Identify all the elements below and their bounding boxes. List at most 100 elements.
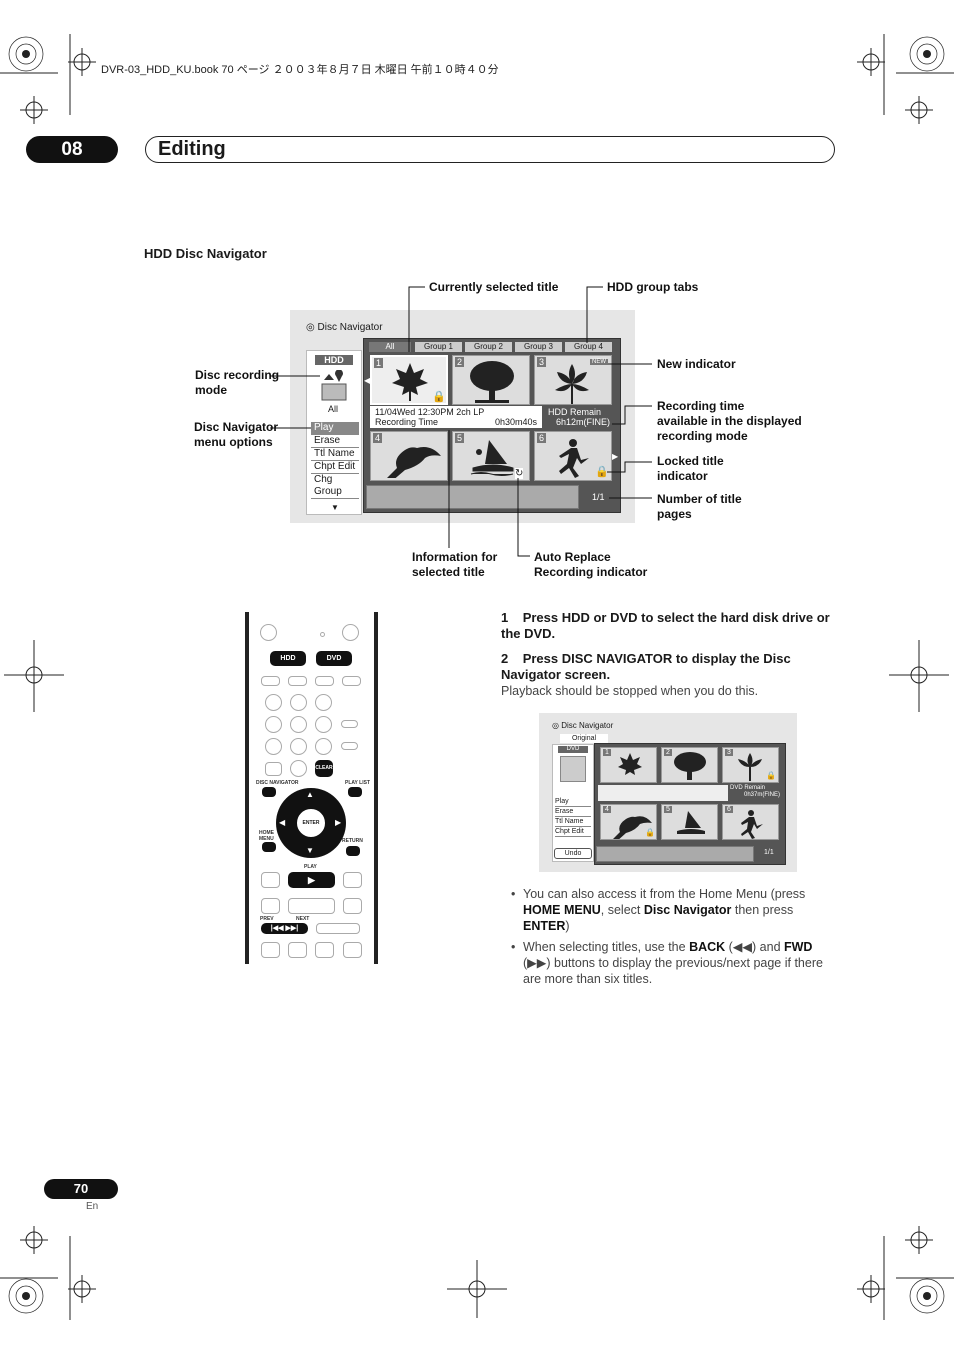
title-cell[interactable]: 6 [722, 804, 779, 840]
title-cell[interactable]: 2 [452, 355, 530, 405]
callout-lines [270, 286, 652, 557]
callout-new-indicator: New indicator [657, 357, 736, 371]
home-menu-button[interactable] [262, 842, 276, 852]
remote-button[interactable] [343, 872, 362, 888]
bullet-text: ) [565, 919, 570, 933]
title-cell[interactable]: 3 🔒 [722, 747, 779, 783]
number-button[interactable] [265, 738, 282, 755]
menu-item-play[interactable]: Play [311, 422, 359, 435]
clear-button[interactable]: CLEAR [315, 760, 333, 777]
number-button[interactable] [315, 716, 332, 733]
bullet-keyword: BACK [689, 940, 726, 954]
info-line-1: 11/04Wed 12:30PM 2ch LP [375, 407, 485, 417]
title-cell[interactable]: 5 [661, 804, 718, 840]
next-page-arrow-icon[interactable]: ▶ [612, 452, 619, 461]
remote-button[interactable] [316, 923, 360, 934]
page-count: 1/1 [764, 849, 774, 856]
title-cell[interactable]: 1 [600, 747, 657, 783]
tree-icon [470, 361, 514, 403]
remote-button[interactable] [315, 942, 334, 958]
remote-button[interactable] [288, 942, 307, 958]
tab-group-3[interactable]: Group 3 [515, 342, 562, 352]
arrow-left-icon: ◀ [279, 818, 286, 827]
bullet-text: (◀◀) and [725, 940, 784, 954]
toucan-icon [613, 816, 652, 839]
bullet-keyword: ENTER [523, 919, 566, 933]
home-menu-label: HOME MENU [259, 830, 274, 842]
tab-group-1[interactable]: Group 1 [415, 342, 462, 352]
number-button[interactable] [290, 694, 307, 711]
remote-button[interactable] [261, 942, 280, 958]
play-list-button[interactable] [348, 787, 362, 797]
title-cell[interactable]: 3 NEW [534, 355, 612, 405]
tab-original[interactable]: Original [560, 734, 608, 743]
menu-item-chpt-edit[interactable]: Chpt Edit [311, 461, 359, 474]
remote-button[interactable] [261, 872, 280, 888]
auto-replace-icon: ↻ [515, 468, 524, 479]
enter-button[interactable]: ENTER [296, 808, 326, 838]
title-cell[interactable]: 2 [661, 747, 718, 783]
remote-button[interactable] [341, 742, 358, 750]
remote-button[interactable] [343, 898, 362, 914]
play-button[interactable]: ▶ [288, 872, 335, 888]
hdd-remain: HDD Remain 6h12m(FINE) [546, 406, 612, 428]
prev-next-button[interactable]: |◀◀ ▶▶| [261, 923, 308, 934]
menu-item-erase[interactable]: Erase [311, 435, 359, 448]
tab-group-2[interactable]: Group 2 [465, 342, 512, 352]
number-button[interactable] [265, 694, 282, 711]
undo-button[interactable]: Undo [554, 848, 592, 859]
title-cell[interactable]: 4 [370, 431, 448, 481]
prev-page-arrow-icon[interactable]: ◀ [364, 376, 371, 385]
number-button[interactable] [315, 738, 332, 755]
windsurfer-icon [470, 440, 514, 476]
remote-button[interactable] [288, 898, 335, 914]
return-button[interactable] [346, 846, 360, 856]
cell-number: 5 [664, 806, 672, 813]
info-line-2: Recording Time 0h30m40s [375, 417, 537, 427]
remote-button[interactable] [315, 676, 334, 686]
menu-item-ttl-name[interactable]: Ttl Name [555, 817, 591, 827]
page-count: 1/1 [592, 492, 605, 502]
title-cell[interactable]: 6 🔒 [534, 431, 612, 481]
menu-item-chpt-edit[interactable]: Chpt Edit [555, 827, 591, 837]
cell-number: 1 [374, 358, 384, 368]
bullet-2: • When selecting titles, use the BACK (◀… [511, 939, 836, 987]
hdd-button[interactable]: HDD [270, 651, 306, 666]
menu-item-erase[interactable]: Erase [555, 807, 591, 817]
tab-group-4[interactable]: Group 4 [565, 342, 612, 352]
remote-button[interactable] [261, 676, 280, 686]
number-button[interactable] [290, 760, 307, 777]
page-number: 70 [44, 1179, 118, 1199]
number-button[interactable] [265, 716, 282, 733]
menu-item-chg-group[interactable]: Chg Group [311, 474, 359, 499]
menu-item-ttl-name[interactable]: Ttl Name [311, 448, 359, 461]
status-bar [366, 485, 579, 509]
dvd-button[interactable]: DVD [316, 651, 352, 666]
number-button[interactable] [290, 738, 307, 755]
cell-number: 1 [603, 749, 611, 756]
remote-button[interactable] [288, 676, 307, 686]
menu-item-play[interactable]: Play [555, 797, 591, 807]
standby-button[interactable] [260, 624, 277, 641]
step-1: 1 Press HDD or DVD to select the hard di… [501, 610, 841, 642]
callout-line: Recording time [657, 399, 745, 413]
remote-button[interactable] [342, 676, 361, 686]
disc-navigator-button[interactable] [262, 787, 276, 797]
bullet-text: (▶▶) buttons to display the previous/nex… [523, 956, 823, 986]
remain-label: HDD Remain [548, 407, 602, 417]
title-cell[interactable]: 1 🔒 [370, 355, 448, 405]
remote-button[interactable] [261, 898, 280, 914]
bullet-1: • You can also access it from the Home M… [511, 886, 831, 934]
step-number: 2 [501, 651, 509, 666]
remote-button[interactable] [265, 762, 282, 776]
title-cell[interactable]: 4 🔒 [600, 804, 657, 840]
number-button[interactable] [315, 694, 332, 711]
bullet-dot-icon: • [511, 940, 516, 954]
open-close-button[interactable] [342, 624, 359, 641]
title-cell[interactable]: 5 ↻ [452, 431, 530, 481]
remote-button[interactable] [341, 720, 358, 728]
cell-number: 2 [664, 749, 672, 756]
tab-all[interactable]: All [369, 342, 411, 352]
remote-button[interactable] [343, 942, 362, 958]
number-button[interactable] [290, 716, 307, 733]
